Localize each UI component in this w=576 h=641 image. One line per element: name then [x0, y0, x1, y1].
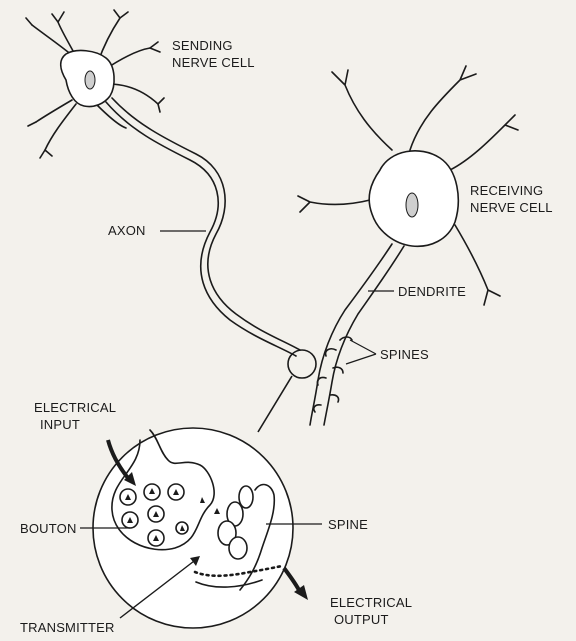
spines-label: SPINES	[380, 347, 429, 362]
sending-cell-label: SENDING NERVE CELL	[172, 37, 255, 71]
leader-lines	[80, 230, 394, 529]
electrical-output-arrow	[282, 566, 308, 600]
transmitter-label: TRANSMITTER	[20, 620, 115, 635]
vesicle-contents	[125, 488, 220, 541]
receiving-label-line2: NERVE CELL	[470, 200, 553, 215]
dendrite	[309, 243, 405, 426]
electrical-input-arrow	[106, 439, 136, 486]
electrical-input-label: ELECTRICAL INPUT	[34, 399, 116, 433]
receiving-label-line1: RECEIVING	[470, 183, 544, 198]
sending-label-line2: NERVE CELL	[172, 55, 255, 70]
sending-label-line1: SENDING	[172, 38, 233, 53]
dendrite-label: DENDRITE	[398, 284, 467, 299]
synapse-detail	[111, 429, 284, 591]
electrical-output-line2: OUTPUT	[334, 612, 389, 627]
axon-label: AXON	[108, 223, 146, 238]
transmitter-arrow	[119, 556, 200, 619]
electrical-input-line2: INPUT	[40, 417, 80, 432]
spine-label: SPINE	[328, 517, 369, 532]
electrical-output-line1: ELECTRICAL	[330, 595, 413, 610]
receiving-cell-label: RECEIVING NERVE CELL	[470, 182, 553, 216]
electrical-output-label: ELECTRICAL OUTPUT	[330, 594, 412, 628]
electrical-input-line1: ELECTRICAL	[34, 400, 117, 415]
bouton-label: BOUTON	[20, 521, 77, 536]
receiving-nerve-cell	[297, 65, 519, 306]
axon	[105, 97, 301, 357]
sending-nerve-cell	[25, 9, 165, 159]
